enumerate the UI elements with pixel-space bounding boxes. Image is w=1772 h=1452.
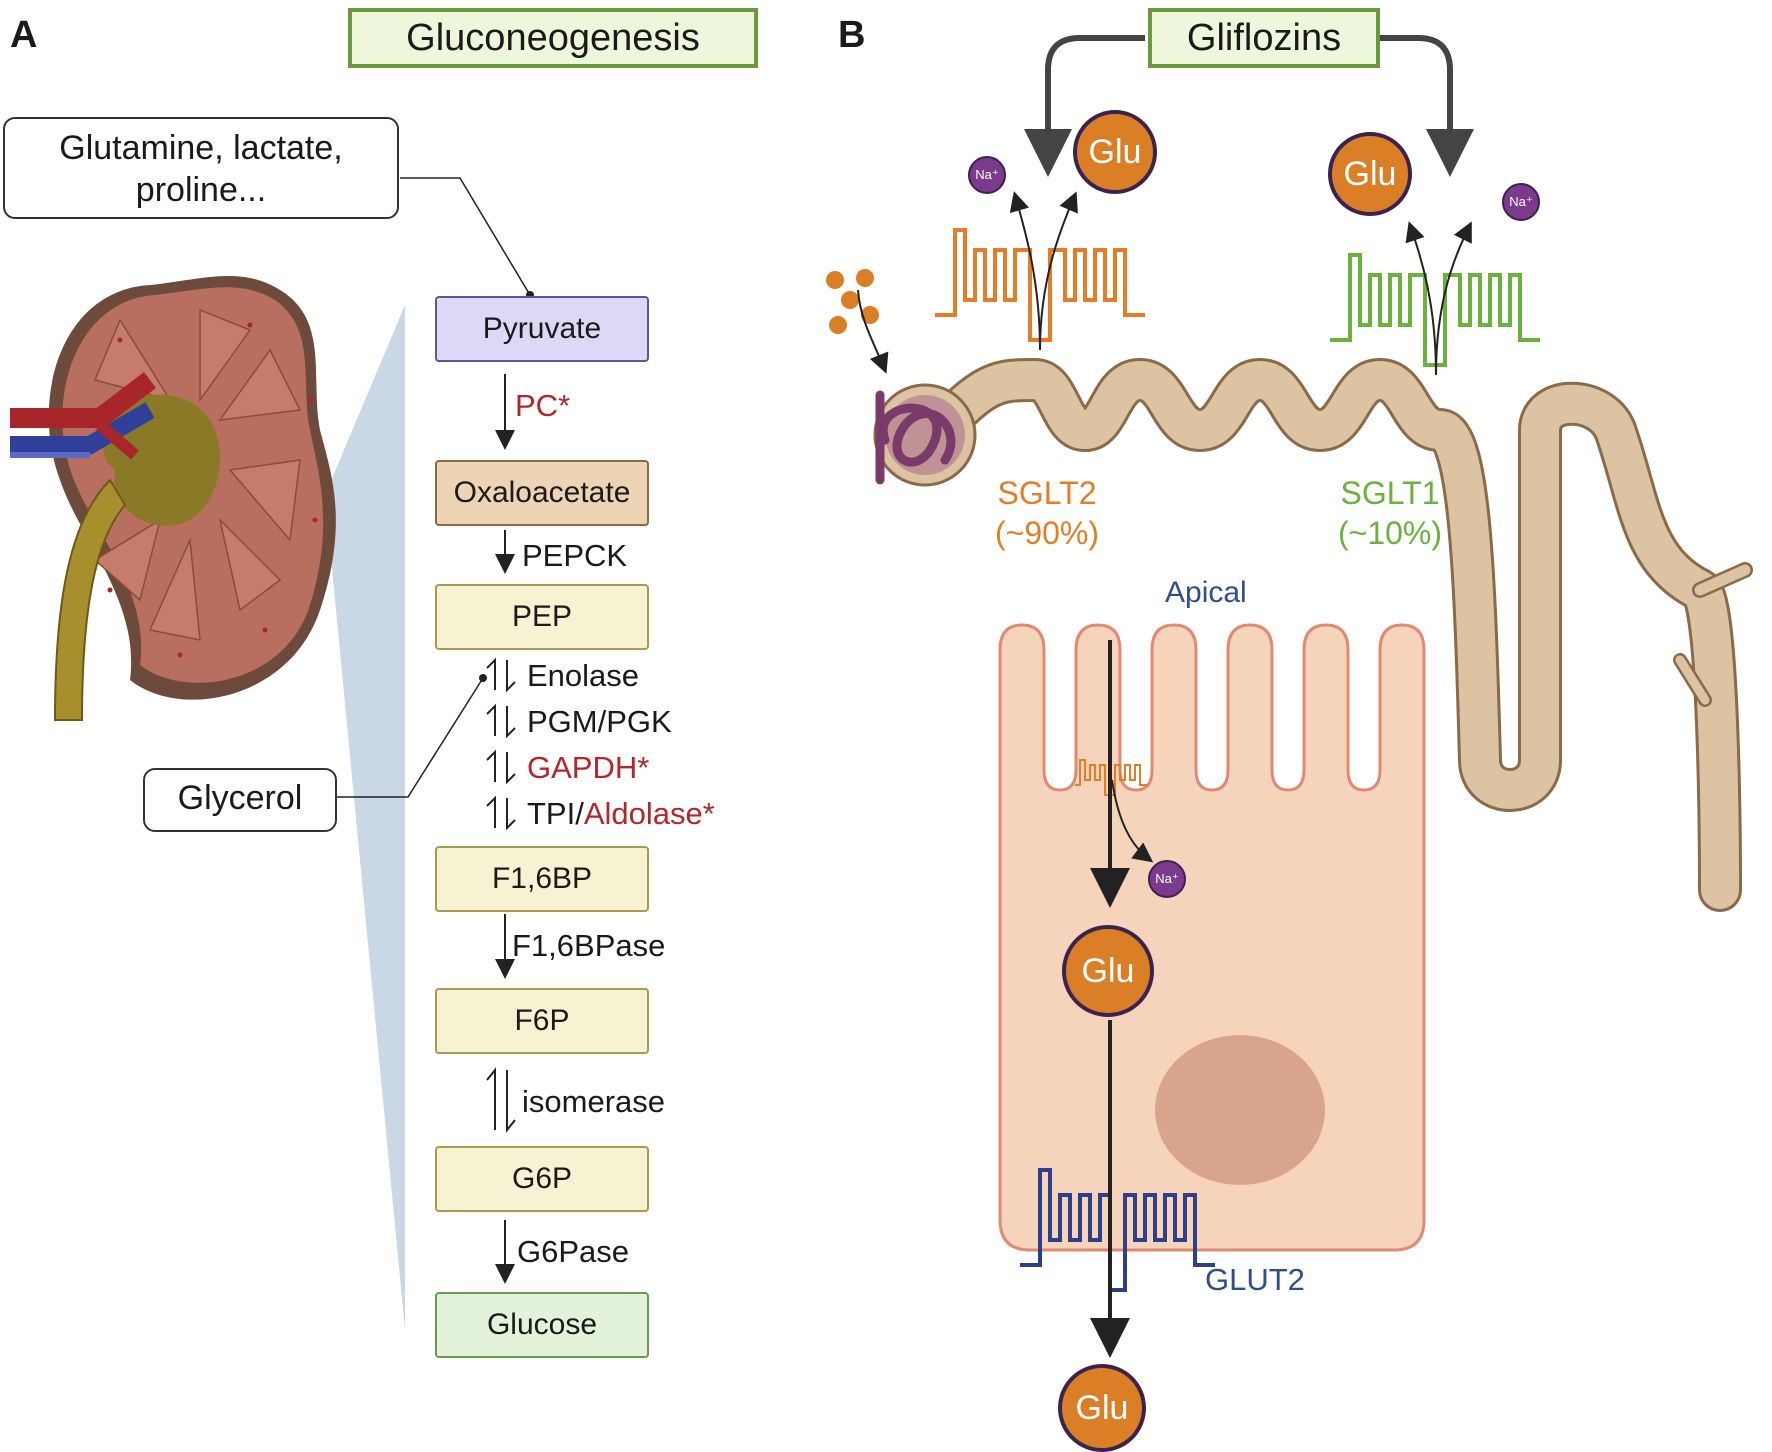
enzyme-aldolase: Aldolase*: [583, 796, 715, 831]
enzyme-tpi: TPI/: [527, 796, 584, 831]
metabolite-g6p: G6P: [435, 1146, 649, 1212]
glut2-label: GLUT2: [1205, 1262, 1305, 1297]
enzyme-gapdh: GAPDH*: [527, 750, 650, 785]
precursors-callout: Glutamine, lactate, proline...: [3, 117, 399, 219]
epithelial-cell: [998, 623, 1426, 1252]
gliflozins-title: Gliflozins: [1148, 8, 1380, 68]
enzyme-tpi-aldolase: TPI/Aldolase*: [527, 796, 715, 832]
apical-label: Apical: [1165, 576, 1247, 609]
glut2-transporter: [1020, 1168, 1215, 1292]
nephron-tubule: [826, 269, 1753, 912]
glucose-lumen-sglt1: Glu: [1328, 132, 1412, 216]
glucose-intracellular: Glu: [1062, 925, 1154, 1017]
glycerol-text: Glycerol: [177, 779, 303, 817]
sodium-ion-sglt1: Na⁺: [1502, 183, 1540, 221]
sglt1-percent: (~10%): [1337, 515, 1443, 551]
nucleus: [1155, 1035, 1325, 1185]
glucose-blood: Glu: [1058, 1364, 1146, 1452]
gluconeogenesis-title: Gluconeogenesis: [348, 8, 758, 68]
enzyme-pepck: PEPCK: [522, 538, 628, 573]
metabolite-f16bp: F1,6BP: [435, 846, 649, 912]
gliflozin-arrow-right: [1375, 35, 1474, 177]
sglt2-label: SGLT2: [997, 475, 1097, 511]
gliflozin-arrow-left: [1024, 35, 1145, 177]
enzyme-g6pase: G6Pase: [517, 1234, 630, 1269]
precursors-text: Glutamine, lactate, proline...: [59, 129, 343, 209]
metabolite-f6p: F6P: [435, 988, 649, 1054]
glucose-lumen-sglt2: Glu: [1073, 110, 1157, 194]
enzyme-f16bpase: F1,6BPase: [512, 928, 666, 963]
metabolite-pep: PEP: [435, 584, 649, 650]
enzyme-pgm-pgk: PGM/PGK: [527, 704, 672, 739]
metabolite-oxaloacetate: Oxaloacetate: [435, 460, 649, 526]
sglt1-label: SGLT1: [1340, 475, 1440, 511]
glycerol-connector: [333, 677, 484, 798]
enzyme-isomerase: isomerase: [522, 1084, 665, 1119]
metabolite-glucose: Glucose: [435, 1292, 649, 1358]
enzyme-enolase: Enolase: [527, 658, 640, 693]
metabolite-pyruvate: Pyruvate: [435, 296, 649, 362]
sglt2-percent: (~90%): [994, 515, 1100, 551]
panel-a-label: A: [10, 14, 38, 56]
enzyme-pc: PC*: [515, 388, 571, 423]
precursor-connector: [400, 177, 531, 296]
pathway-arrows: [486, 374, 516, 1284]
sodium-ion-sglt2: Na⁺: [968, 156, 1006, 194]
sodium-ion-cell: Na⁺: [1148, 860, 1186, 898]
glycerol-callout: Glycerol: [143, 768, 337, 832]
panel-b-label: B: [838, 14, 866, 56]
zoom-wedge: [325, 305, 405, 1330]
kidney-illustration: [10, 275, 336, 721]
